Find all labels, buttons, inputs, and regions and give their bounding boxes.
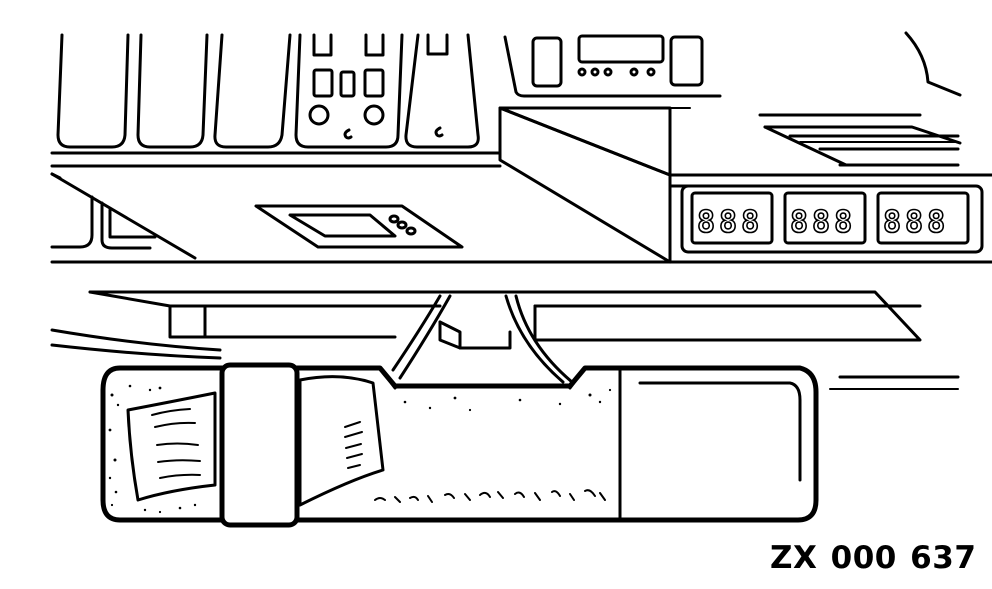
display-3: 888 (883, 205, 949, 240)
figure-reference-code: ZX 000 637 (770, 540, 977, 576)
dashboard-switch-panels (56, 33, 480, 149)
foam-texture (108, 384, 612, 514)
mirror-mount-base (438, 320, 512, 350)
radio-preset-buttons (577, 67, 656, 77)
windshield-edge (904, 31, 962, 97)
dash-display-tray (254, 204, 464, 249)
headliner-shelf (50, 290, 922, 360)
radio-unit (503, 34, 722, 98)
mirror-stem (391, 294, 574, 384)
right-edge-lines (829, 375, 960, 390)
digital-display-readouts: 888 888 888 (696, 204, 949, 241)
left-trim (50, 172, 197, 260)
display-2: 888 (790, 205, 856, 240)
display-1: 888 (697, 205, 763, 240)
rear-view-mirror (100, 362, 819, 528)
center-console (498, 106, 992, 264)
